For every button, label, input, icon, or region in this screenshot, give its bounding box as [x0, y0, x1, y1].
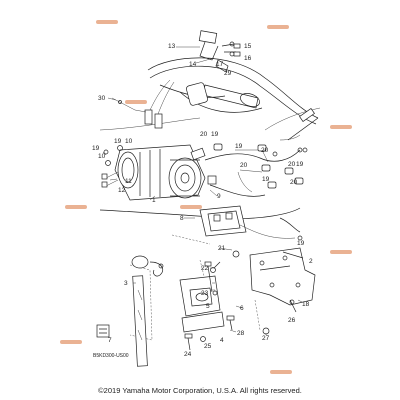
callout-18: 18 [302, 301, 310, 308]
callout-29: 29 [224, 70, 232, 77]
fasteners [103, 43, 308, 351]
callout-3: 3 [124, 280, 128, 287]
callout-leaders [102, 46, 303, 335]
callout-13: 13 [168, 43, 176, 50]
callout-11: 11 [125, 178, 132, 185]
callout-19-b: 19 [211, 131, 219, 138]
callout-5: 5 [206, 303, 210, 310]
callout-6: 6 [240, 305, 244, 312]
callout-9: 9 [217, 193, 221, 200]
callout-12: 12 [118, 187, 126, 194]
callout-30: 30 [98, 95, 106, 102]
callout-4: 4 [220, 337, 224, 344]
callout-21: 21 [218, 245, 226, 252]
callout-26: 26 [288, 317, 296, 324]
callout-20-d: 20 [288, 161, 296, 168]
callout-15: 15 [244, 43, 252, 50]
callout-20-a: 20 [200, 131, 208, 138]
callout-19-e: 19 [262, 176, 270, 183]
callout-2: 2 [309, 258, 313, 265]
callout-23: 23 [201, 290, 209, 297]
manual-icon [96, 324, 110, 338]
right-connectors [279, 108, 319, 259]
winch-hook-strap [131, 255, 164, 367]
mounting-plate [249, 247, 316, 306]
callout-1: 1 [152, 197, 156, 204]
handlebar-assembly [99, 30, 321, 131]
callout-20-b: 20 [261, 147, 269, 154]
winch-motor [101, 144, 217, 201]
callout-20-e: 20 [290, 179, 298, 186]
callout-19-c: 19 [92, 145, 100, 152]
callout-28: 28 [237, 330, 245, 337]
watermark-badges [60, 20, 352, 374]
callout-24: 24 [184, 351, 192, 358]
diagram-ref-code: B5KD300-US00 [93, 353, 129, 359]
callout-16: 16 [244, 55, 252, 62]
callout-19-d: 19 [235, 143, 243, 150]
callout-8: 8 [180, 215, 184, 222]
relay-box [199, 205, 303, 258]
callout-numbers: 13 15 16 14 17 29 30 19 10 20 19 19 10 1… [92, 43, 313, 359]
callout-20-c: 20 [240, 162, 248, 169]
callout-10-b: 10 [98, 153, 106, 160]
copyright-text: ©2019 Yamaha Motor Corporation, U.S.A. A… [98, 386, 302, 395]
callout-7: 7 [108, 337, 112, 344]
callout-19-a: 19 [114, 138, 122, 145]
callout-27: 27 [262, 335, 270, 342]
fairlead [179, 261, 225, 333]
callout-10-a: 10 [125, 138, 133, 145]
callout-19-g: 19 [297, 240, 305, 247]
callout-25: 25 [204, 343, 212, 350]
callout-22: 22 [201, 265, 209, 272]
callout-17: 17 [216, 61, 224, 68]
callout-19-f: 19 [296, 161, 304, 168]
callout-14: 14 [189, 61, 197, 68]
